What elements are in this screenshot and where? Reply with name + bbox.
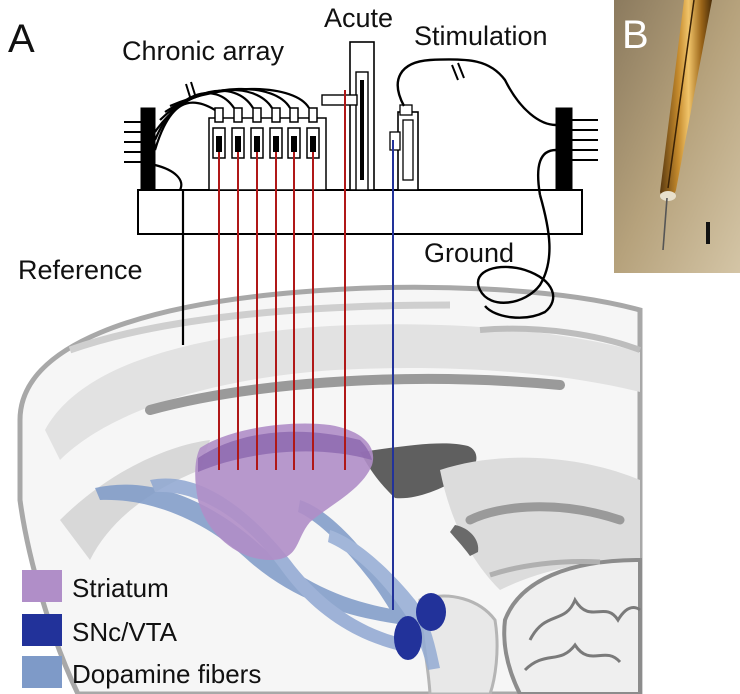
stim-drive-top: [399, 104, 413, 116]
commissure-mark: [450, 525, 479, 556]
panel-b-letter: B: [622, 13, 649, 57]
dopamine-fiber-2: [150, 478, 410, 652]
legend-swatch-dopamine-fibers: [22, 656, 62, 688]
snc-vta: [394, 593, 446, 660]
legend: Striatum SNc/VTA Dopamine fibers: [22, 570, 261, 689]
legend-swatch-snc-vta: [22, 614, 62, 646]
scale-bar: [706, 222, 710, 244]
wire-break-mark-left: [185, 81, 197, 101]
panel-b-photo: B: [614, 0, 740, 273]
legend-label-snc-vta: SNc/VTA: [72, 617, 178, 647]
right-connector-pins: [572, 119, 598, 161]
label-acute: Acute: [324, 3, 393, 33]
left-connector-pins: [124, 121, 141, 163]
striatum-dorsal-edge: [198, 431, 372, 472]
wire-break-mark-right: [451, 62, 465, 81]
legend-item-snc-vta: SNc/VTA: [22, 614, 178, 647]
thalamus-region: [440, 457, 640, 590]
chronic-array-drive-cores: [216, 136, 316, 152]
implant-hardware: [124, 41, 598, 345]
electrode-tube-edge: [667, 0, 695, 189]
stimulation-cable: [396, 58, 557, 127]
label-stimulation: Stimulation: [414, 21, 548, 51]
implant-base: [137, 189, 583, 235]
aqueduct-line: [489, 559, 601, 578]
label-ground: Ground: [424, 238, 514, 268]
legend-item-striatum: Striatum: [22, 570, 169, 603]
panel-a-letter: A: [8, 17, 35, 61]
label-chronic-array: Chronic array: [122, 36, 285, 66]
hippocampus-curve: [465, 502, 625, 525]
stim-drive-cap: [389, 131, 401, 151]
cerebellum-folia: [523, 596, 642, 672]
label-reference: Reference: [18, 255, 143, 285]
left-connector: [140, 107, 156, 191]
acute-drive-core: [360, 80, 364, 180]
snc-vta-lobe-1: [416, 593, 446, 631]
right-connector: [555, 107, 573, 191]
legend-swatch-striatum: [22, 570, 62, 602]
white-matter-band: [45, 324, 640, 460]
electrode-tip: [662, 197, 668, 251]
acute-drive-arm: [321, 94, 358, 106]
cortex-sulcus-2: [145, 374, 565, 415]
legend-label-dopamine-fibers: Dopamine fibers: [72, 659, 261, 689]
cortex-sulcus-3: [479, 325, 642, 353]
snc-vta-lobe-2: [394, 616, 422, 660]
ground-wire: [476, 194, 555, 319]
connector-lead: [536, 148, 557, 196]
legend-item-dopamine-fibers: Dopamine fibers: [22, 656, 261, 689]
stim-drive-inner: [402, 119, 414, 181]
dopamine-fiber-4: [328, 530, 440, 670]
electrode-tip-collar: [660, 191, 676, 201]
legend-label-striatum: Striatum: [72, 573, 169, 603]
recording-electrodes: [218, 90, 346, 470]
